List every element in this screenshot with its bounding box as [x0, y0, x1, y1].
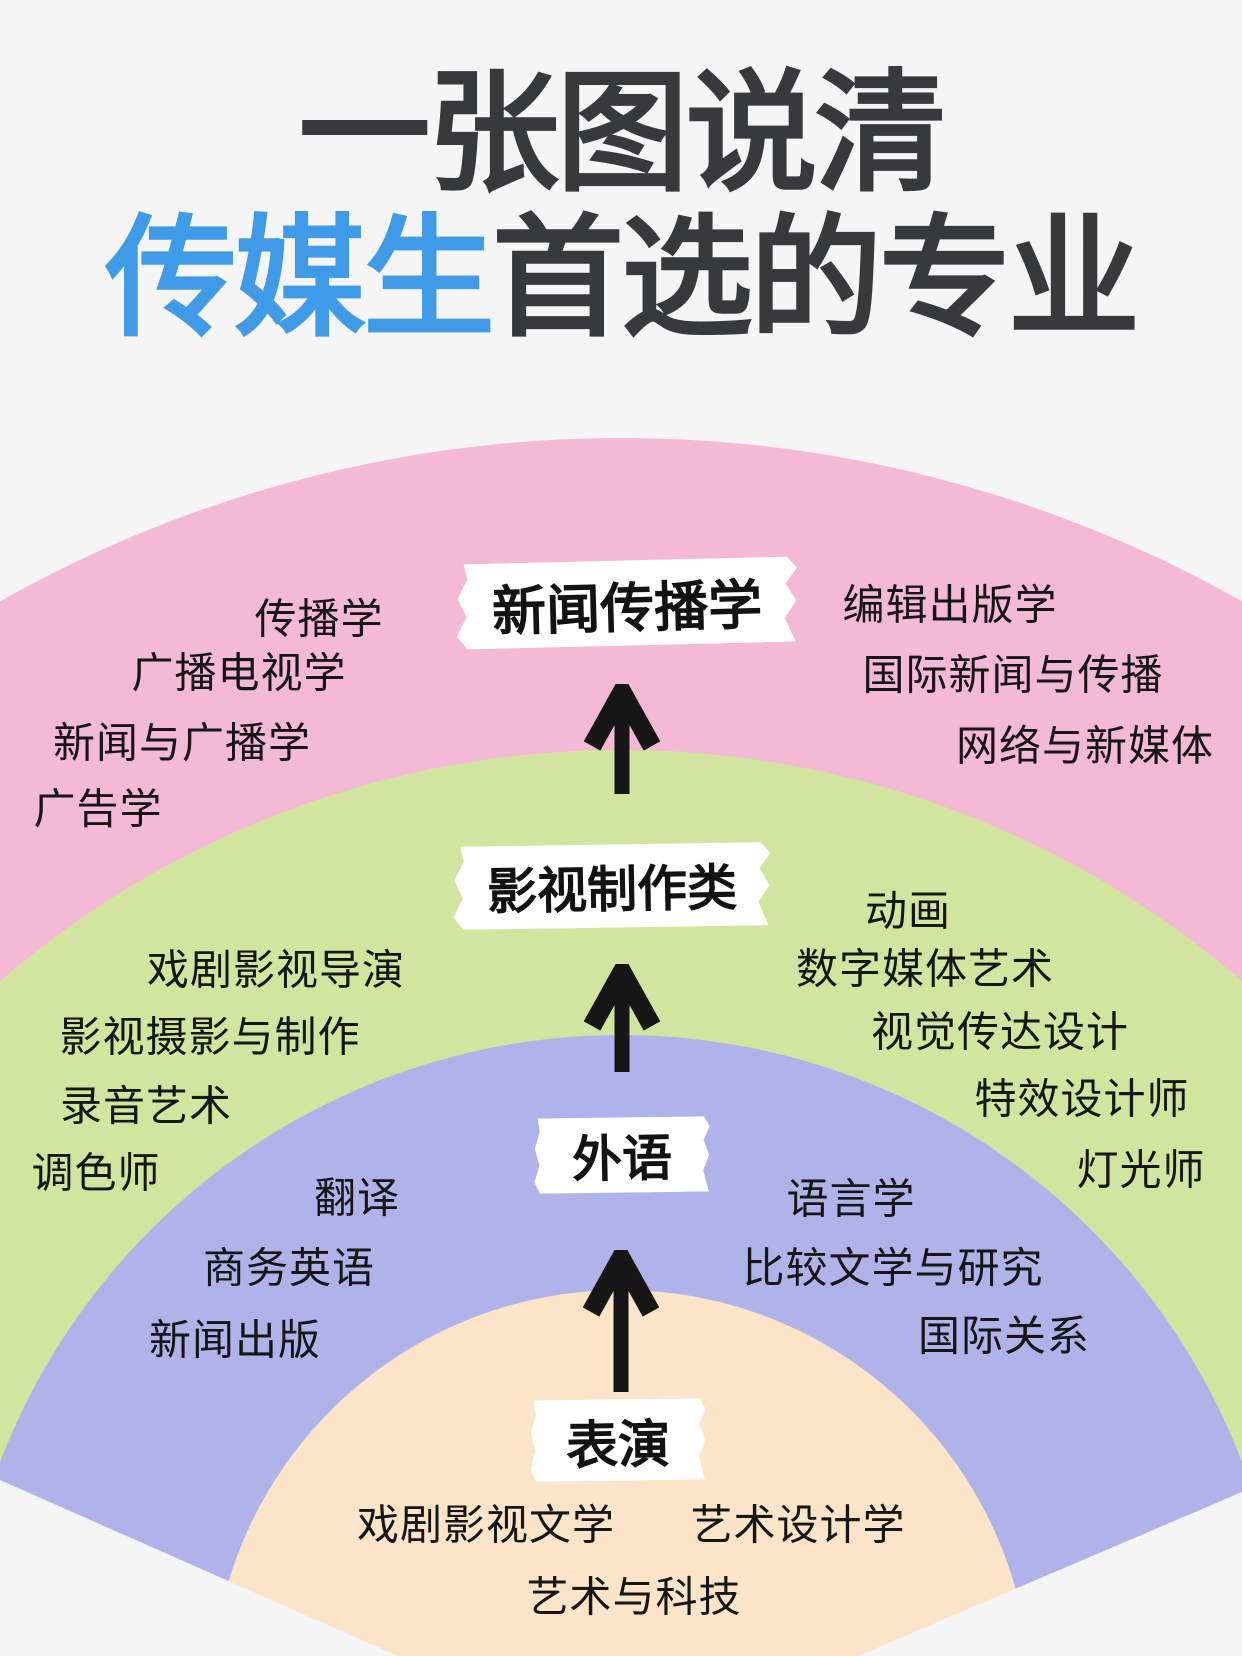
major-item: 国际新闻与传播: [862, 650, 1164, 700]
major-item: 灯光师: [1076, 1145, 1206, 1195]
major-item: 录音艺术: [59, 1081, 233, 1131]
major-item: 新闻与广播学: [52, 718, 312, 768]
major-item: 商务英语: [202, 1243, 376, 1293]
poster-title-line2-rest: 首选的专业: [492, 202, 1140, 357]
major-item: 戏剧影视文学: [356, 1500, 616, 1550]
ring-label-journalism: 新闻传播学: [455, 556, 799, 651]
major-item: 艺术设计学: [690, 1500, 906, 1550]
major-item: 传播学: [254, 594, 384, 644]
major-item: 特效设计师: [974, 1074, 1190, 1124]
major-item: 视觉传达设计: [870, 1007, 1130, 1057]
arrow-head: [584, 964, 660, 1031]
major-item: 编辑出版学: [842, 580, 1058, 630]
fan-cut-right: [858, 1492, 1242, 1656]
major-item: 数字媒体艺术: [795, 944, 1055, 994]
major-item: 广播电视学: [131, 648, 347, 698]
major-item: 翻译: [313, 1173, 401, 1223]
ring-label-performance: 表演: [529, 1397, 706, 1482]
up-arrow-icon: [583, 1250, 659, 1392]
major-item: 影视摄影与制作: [59, 1012, 361, 1062]
poster-title-line2: 传媒生首选的专业: [0, 207, 1242, 352]
poster-title-line1: 一张图说清: [298, 57, 947, 211]
major-item: 比较文学与研究: [742, 1243, 1044, 1293]
major-item: 广告学: [33, 784, 163, 834]
poster-title: 一张图说清 传媒生首选的专业: [0, 57, 1242, 352]
major-item: 新闻出版: [148, 1315, 322, 1365]
major-item: 调色师: [31, 1148, 161, 1198]
arrow-head: [584, 684, 660, 751]
major-item: 艺术与科技: [526, 1572, 742, 1622]
major-item: 网络与新媒体: [955, 721, 1215, 771]
major-item: 语言学: [786, 1174, 916, 1224]
major-item: 国际关系: [917, 1311, 1091, 1361]
ring-label-foreign-language: 外语: [533, 1115, 710, 1194]
ring-label-film-production: 影视制作类: [452, 841, 771, 931]
arrow-head: [583, 1250, 659, 1317]
major-item: 动画: [864, 886, 952, 936]
poster-title-highlight: 传媒生: [105, 202, 495, 357]
fan-cut-left: [0, 1480, 398, 1656]
up-arrow-icon: [584, 684, 660, 794]
up-arrow-icon: [584, 964, 660, 1072]
major-item: 戏剧影视导演: [146, 945, 406, 995]
